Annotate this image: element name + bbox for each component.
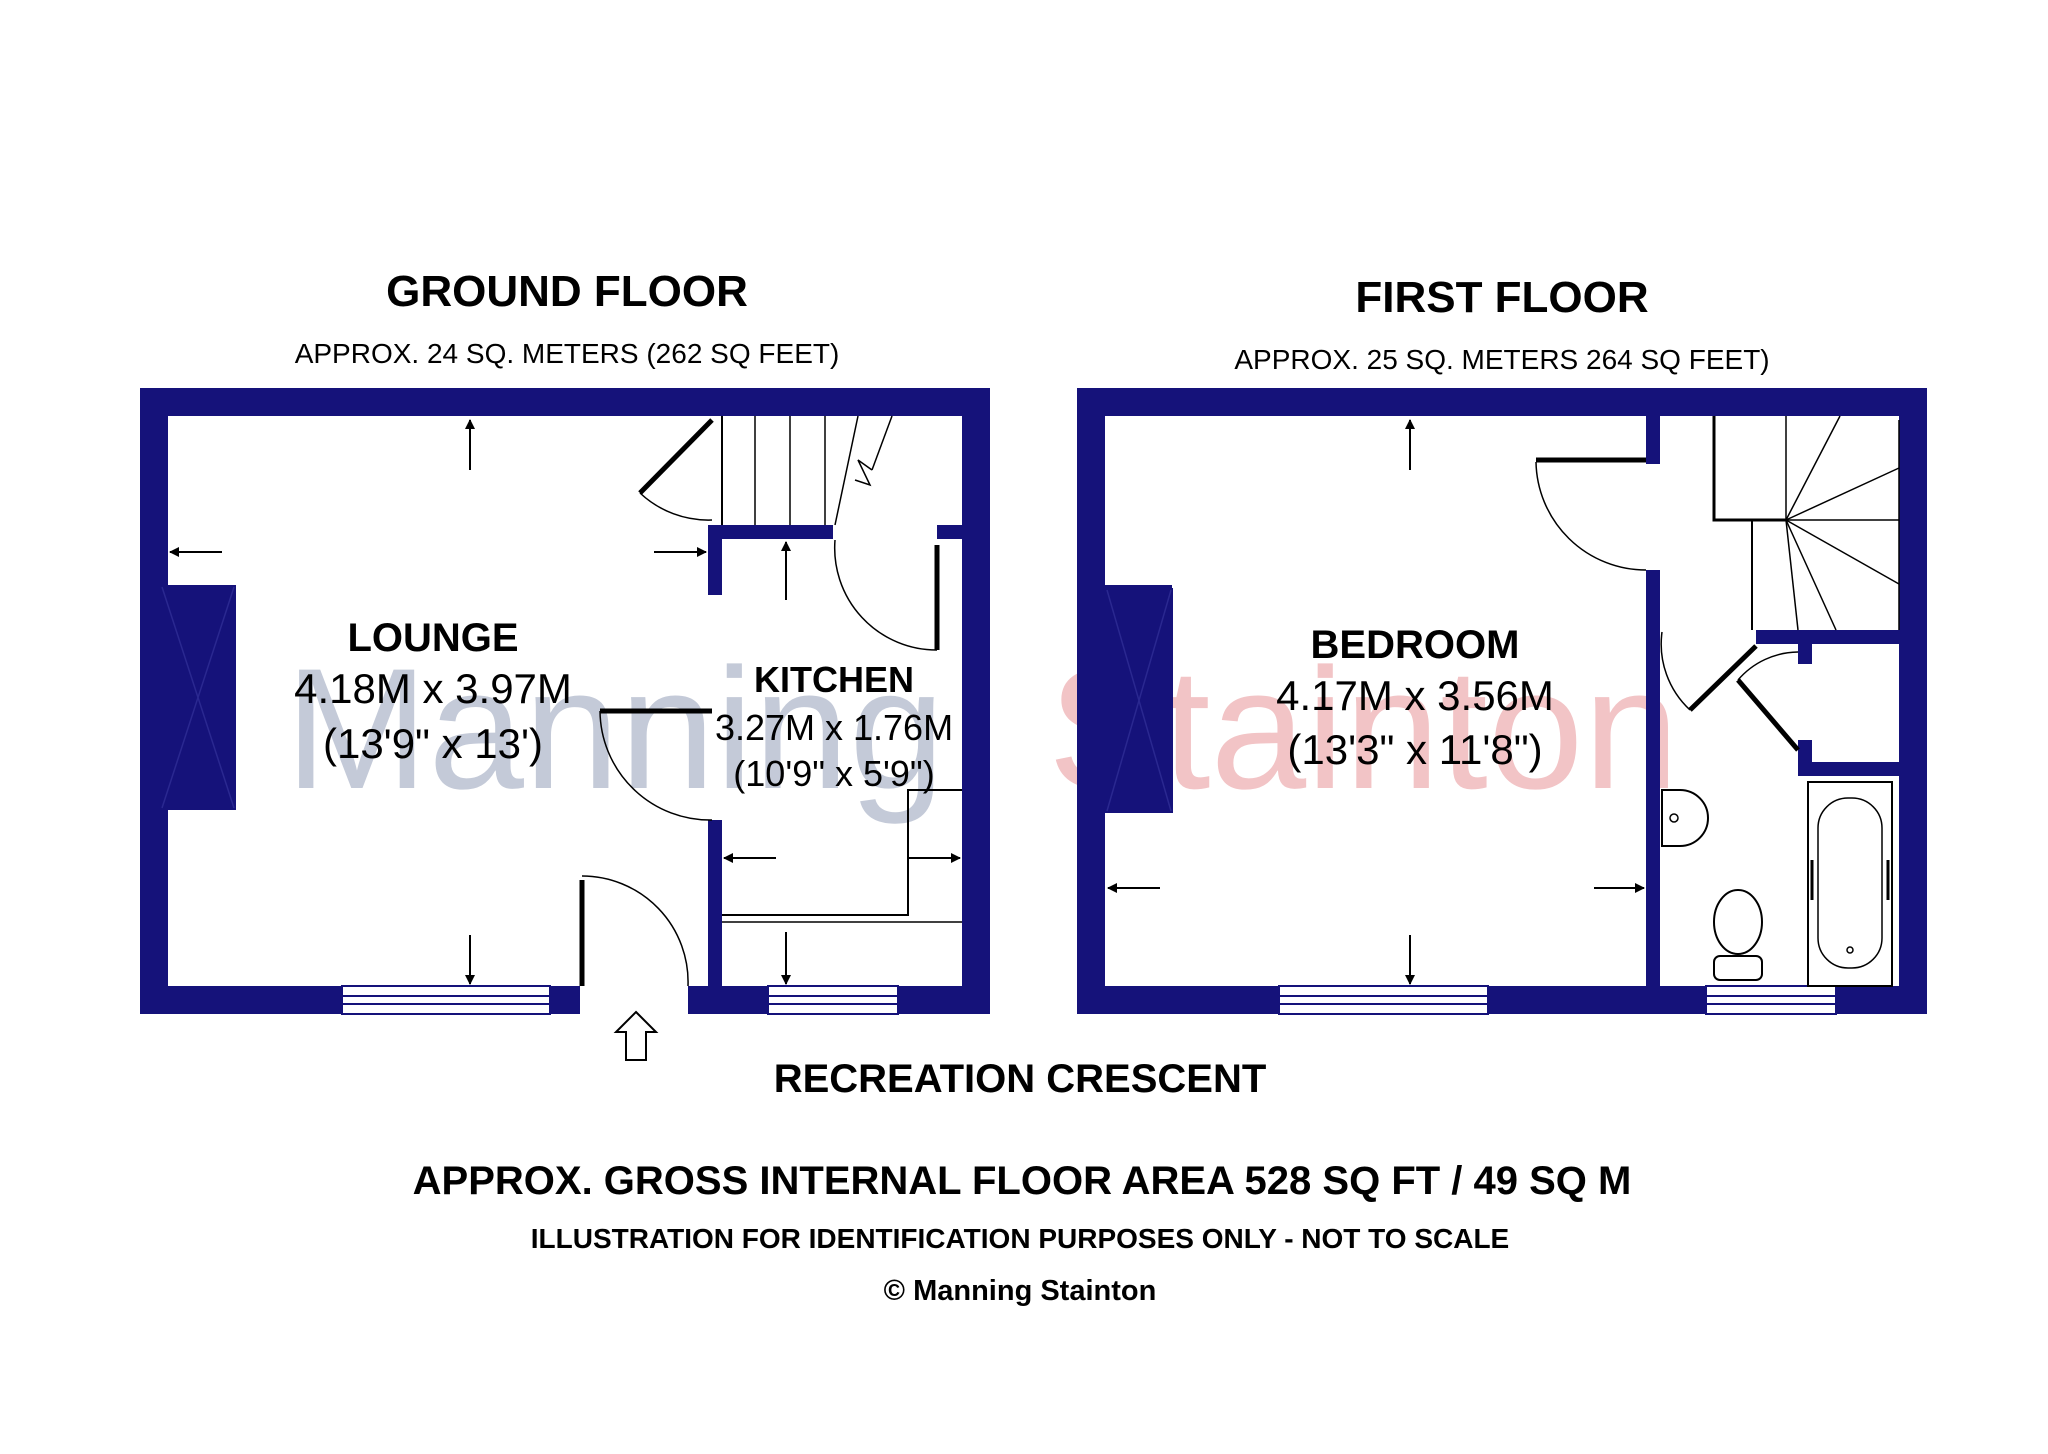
chimney-ground	[161, 586, 235, 809]
watermark-manning: Manning	[285, 633, 945, 825]
bedroom-imperial: (13'3" x 11'8")	[1287, 726, 1542, 773]
street-name: RECREATION CRESCENT	[774, 1057, 1267, 1101]
copyright: © Manning Stainton	[884, 1275, 1157, 1307]
first-arrows	[1107, 419, 1645, 985]
bedroom-name: BEDROOM	[1311, 623, 1520, 667]
kitchen-imperial: (10'9" x 5'9")	[733, 753, 934, 794]
lounge-metric: 4.18M x 3.97M	[294, 665, 572, 712]
ground-arrows	[169, 419, 961, 985]
lounge-imperial: (13'9" x 13')	[323, 720, 543, 767]
first-floor-area: APPROX. 25 SQ. METERS 264 SQ FEET)	[1234, 344, 1769, 375]
first-interior	[1535, 415, 1900, 987]
disclaimer: ILLUSTRATION FOR IDENTIFICATION PURPOSES…	[531, 1223, 1509, 1254]
entrance-arrow-icon	[613, 1010, 659, 1061]
ground-floor-title: GROUND FLOOR	[386, 267, 748, 316]
bedroom-metric: 4.17M x 3.56M	[1276, 672, 1554, 719]
ground-floor-area: APPROX. 24 SQ. METERS (262 SQ FEET)	[295, 338, 840, 369]
first-windows	[1278, 985, 1837, 1015]
ground-windows	[341, 985, 899, 1015]
ground-interior	[579, 415, 962, 987]
chimney-first	[1106, 589, 1172, 812]
lounge-name: LOUNGE	[347, 616, 518, 660]
gross-area: APPROX. GROSS INTERNAL FLOOR AREA 528 SQ…	[413, 1159, 1632, 1203]
first-floor-walls	[1077, 388, 1927, 1014]
first-floor-title: FIRST FLOOR	[1355, 273, 1648, 322]
kitchen-metric: 3.27M x 1.76M	[715, 707, 953, 748]
kitchen-name: KITCHEN	[754, 659, 914, 700]
